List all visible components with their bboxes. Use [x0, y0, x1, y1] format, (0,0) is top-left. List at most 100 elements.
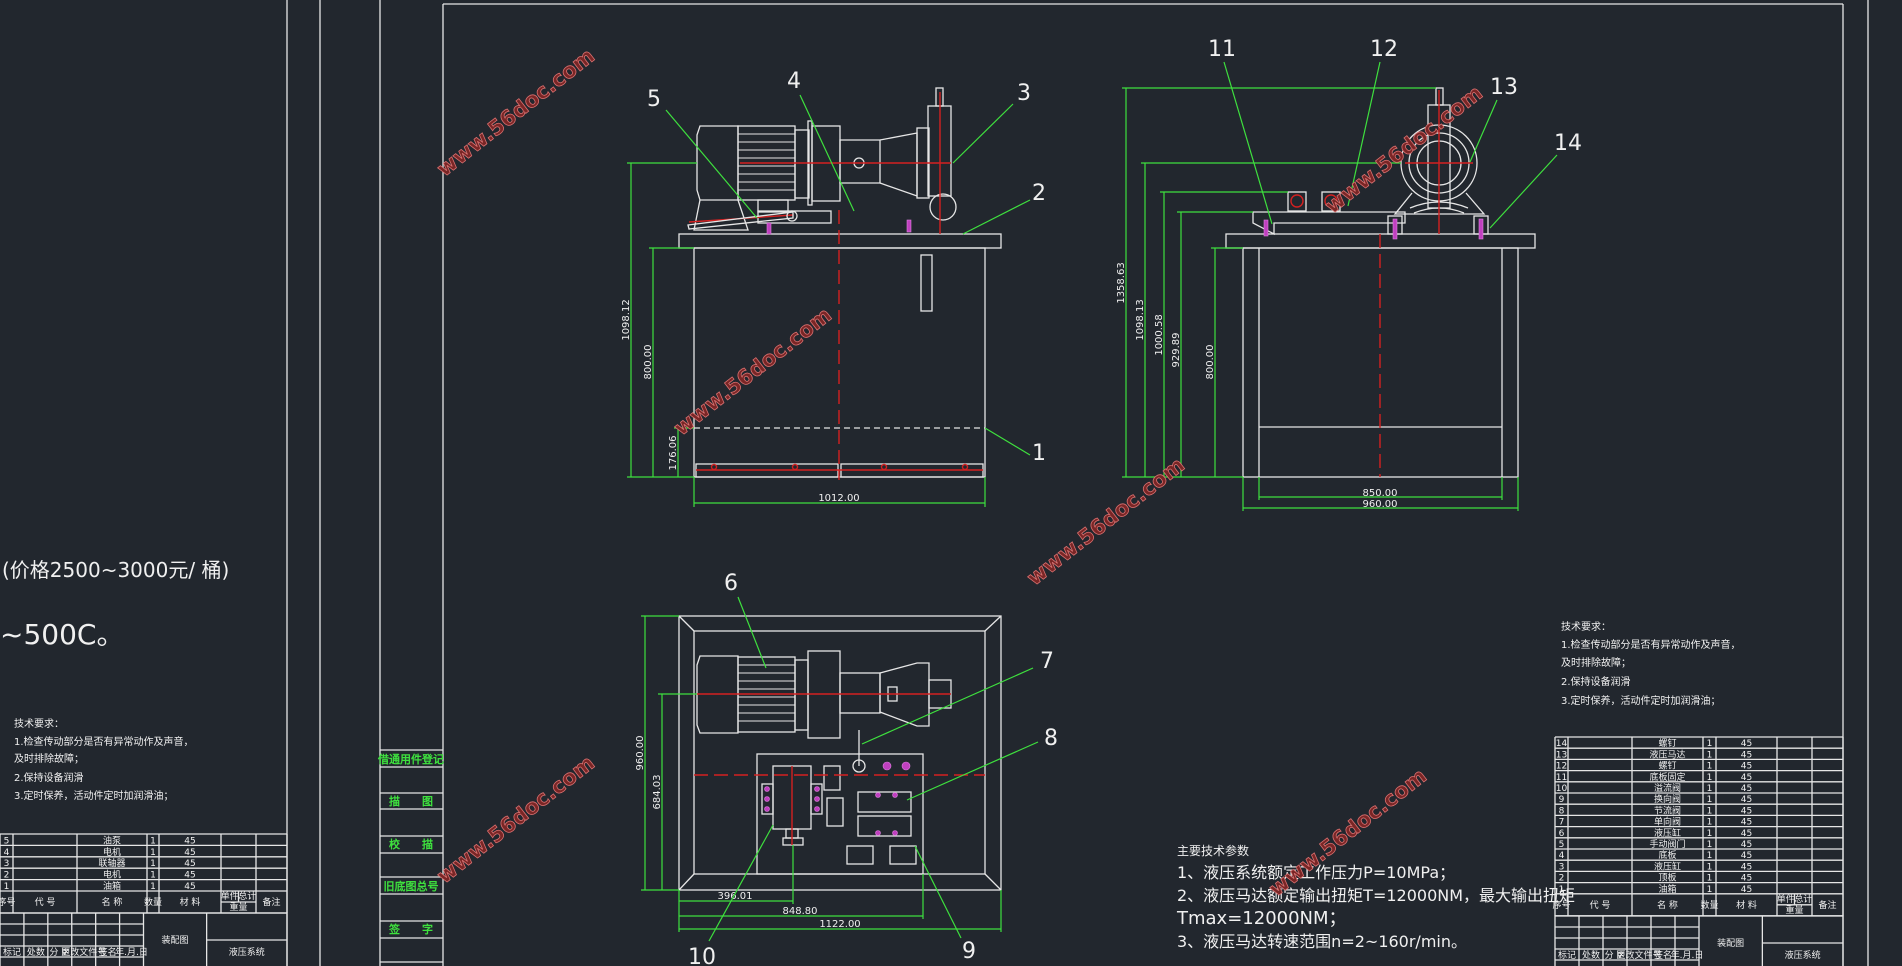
parts-cell-material: 45: [1741, 862, 1752, 872]
parts-cell-name: 电机: [103, 846, 121, 858]
header-no: 序号: [1552, 899, 1570, 911]
parts-cell-no: 14: [1556, 739, 1568, 749]
parts-cell-name: 油箱: [103, 880, 121, 892]
parts-cell-qty: 1: [1707, 818, 1713, 828]
parts-cell-material: 45: [184, 836, 195, 846]
temperature-text: ~500C。: [0, 618, 124, 651]
dim-outer-width: 960.00: [1363, 499, 1398, 510]
parts-cell-name: 液压缸: [1654, 860, 1681, 872]
parts-cell-name: 手动阀门: [1649, 838, 1685, 850]
header-code: 代 号: [1590, 900, 1611, 911]
parts-cell-no: 12: [1556, 762, 1567, 772]
header-code: 代 号: [35, 897, 56, 908]
parts-cell-no: 5: [1559, 840, 1565, 850]
part-label: 6: [724, 571, 738, 596]
strip-label: 校 描: [389, 837, 433, 851]
dim-h2: 1098.13: [1135, 299, 1146, 340]
parts-cell-name: 换向阀: [1654, 793, 1681, 805]
part-label: 8: [1044, 726, 1058, 751]
right-tech-requirements: 技术要求： 1.检查传动部分是否有异常动作及声音， 及时排除故障； 2.保持设备…: [1561, 620, 1741, 707]
header-total: 总计: [238, 890, 256, 902]
header-no: 序号: [0, 896, 16, 908]
params-line: 3、液压马达转速范围n=2~160r/min。: [1177, 932, 1467, 951]
dim-width: 1122.00: [819, 919, 860, 930]
revision-label: 更改文件号: [61, 946, 106, 958]
price-text: (价格2500~3000元/ 桶): [2, 558, 229, 582]
parts-cell-no: 9: [1559, 795, 1565, 805]
parts-cell-no: 11: [1556, 773, 1567, 783]
parts-cell-no: 8: [1559, 806, 1565, 816]
strip-label: 签 字: [388, 922, 433, 936]
dim-plate-x: 848.80: [783, 906, 818, 917]
parts-cell-material: 45: [1741, 762, 1752, 772]
parts-cell-name: 螺钉: [1658, 738, 1676, 749]
dim-overall-height: 1098.12: [621, 299, 632, 340]
header-total: 总计: [1794, 893, 1812, 905]
parts-cell-name: 底板固定: [1649, 771, 1685, 783]
parts-cell-no: 1: [1559, 885, 1565, 895]
parts-cell-name: 节流阀: [1654, 804, 1681, 816]
header-weight: 重量: [1785, 904, 1803, 916]
params-line: 1、液压系统额定工作压力P=10MPa；: [1177, 863, 1455, 882]
parts-cell-name: 油箱: [1658, 883, 1676, 895]
drawing-title: 装配图: [162, 934, 189, 946]
header-unit: 单件: [221, 890, 239, 902]
dim-inner-width: 850.00: [1363, 488, 1398, 499]
dim-tank-height: 800.00: [643, 345, 654, 380]
part-label: 4: [787, 69, 801, 94]
parts-cell-name: 液压马达: [1649, 748, 1685, 760]
revision-label: 年.月.日: [115, 946, 148, 958]
parts-cell-no: 2: [1559, 874, 1565, 884]
left-panel-notes: (价格2500~3000元/ 桶) ~500C。 技术要求： 1.检查传动部分是…: [0, 558, 229, 802]
parts-cell-name: 联轴器: [98, 857, 125, 869]
parts-cell-no: 6: [1559, 829, 1565, 839]
parts-cell-material: 45: [1741, 840, 1752, 850]
header-qty: 数量: [1700, 899, 1718, 911]
parts-cell-name: 溢流阀: [1654, 782, 1681, 794]
header-material: 材 料: [180, 896, 201, 908]
parts-cell-qty: 1: [150, 836, 156, 846]
parts-cell-material: 45: [1741, 829, 1752, 839]
parts-cell-no: 3: [1559, 862, 1565, 872]
parts-cell-material: 45: [1741, 750, 1752, 760]
drawing-title: 装配图: [1717, 937, 1744, 949]
parts-cell-name: 电机: [103, 869, 121, 881]
header-name: 名 称: [1657, 899, 1678, 911]
parts-cell-material: 45: [184, 871, 195, 881]
side-view: 1358.63 1098.13 1000.58 929.89 800.00 85…: [1116, 37, 1582, 511]
front-view: 1098.12 800.00 176.06 1012.00 1 2 3 4 5: [621, 69, 1046, 507]
part-label: 3: [1017, 81, 1031, 106]
parts-cell-qty: 1: [1707, 762, 1713, 772]
parts-cell-no: 10: [1556, 784, 1568, 794]
parts-cell-material: 45: [1741, 784, 1752, 794]
parts-cell-no: 4: [4, 848, 10, 858]
parts-cell-material: 45: [184, 848, 195, 858]
header-unit: 单件: [1777, 893, 1795, 905]
revision-label: 签名: [1654, 949, 1672, 961]
drawing-frame: [286, 0, 1869, 966]
strip-label: 描 图: [389, 794, 433, 808]
dim-h3: 1000.58: [1154, 314, 1165, 355]
parts-cell-qty: 1: [1707, 851, 1713, 861]
parts-cell-qty: 1: [1707, 750, 1713, 760]
parts-cell-no: 5: [4, 836, 10, 846]
header-remark: 备注: [1818, 899, 1836, 911]
tech-req-line: 2.保持设备润滑: [1561, 675, 1631, 688]
strip-label: 借通用件登记: [377, 752, 444, 766]
parts-cell-qty: 1: [1707, 885, 1713, 895]
watermarks: www.56doc.com www.56doc.com www.56doc.co…: [432, 43, 1487, 901]
side-strip-table: 借通用件登记 描 图 校 描 旧底图总号 签 字: [377, 749, 444, 963]
part-label: 2: [1032, 181, 1046, 206]
parts-cell-qty: 1: [1707, 806, 1713, 816]
revision-label: 处数: [27, 946, 45, 958]
parts-cell-qty: 1: [1707, 784, 1713, 794]
parts-cell-qty: 1: [1707, 739, 1713, 749]
watermark: www.56doc.com: [432, 44, 599, 182]
dim-h1: 1358.63: [1116, 262, 1127, 303]
params-line: Tmax=12000NM；: [1176, 908, 1347, 929]
parts-cell-no: 3: [4, 859, 10, 869]
revision-label: 签名: [99, 946, 117, 958]
revision-label: 更改文件号: [1616, 949, 1661, 961]
parts-cell-qty: 1: [1707, 773, 1713, 783]
